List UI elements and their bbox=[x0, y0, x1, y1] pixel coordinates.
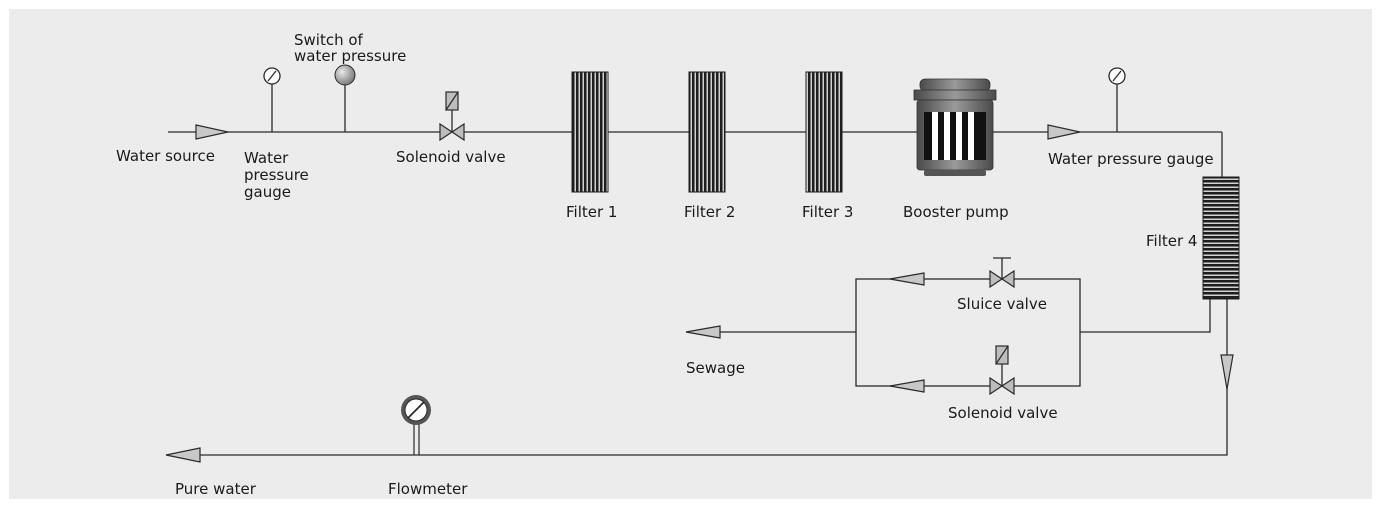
water-pressure-gauge-1-icon bbox=[263, 67, 281, 85]
filter-4-icon bbox=[1202, 176, 1240, 300]
solenoid-valve-2-icon bbox=[989, 345, 1015, 396]
pipe-filter4-to-pure-water bbox=[170, 299, 1228, 456]
pressure-switch-ball-icon bbox=[334, 64, 356, 86]
label-gauge-1-line1: Water bbox=[244, 149, 289, 167]
label-sewage: Sewage bbox=[686, 359, 745, 377]
arrow-down-pure-icon bbox=[1220, 354, 1234, 390]
arrow-after-pump-icon bbox=[1047, 124, 1081, 140]
water-pressure-gauge-2-icon bbox=[1108, 67, 1126, 85]
label-filter-4: Filter 4 bbox=[1146, 232, 1197, 250]
label-gauge-1-line2: pressure bbox=[244, 166, 309, 184]
label-gauge-1-line3: gauge bbox=[244, 183, 291, 201]
label-switch-line2: water pressure bbox=[294, 47, 406, 65]
label-filter-2: Filter 2 bbox=[684, 203, 735, 221]
label-switch-line1: Switch of bbox=[294, 31, 364, 49]
arrow-solenoid-branch-icon bbox=[889, 379, 925, 393]
label-flowmeter: Flowmeter bbox=[388, 480, 468, 498]
filter-3-icon bbox=[805, 71, 843, 193]
label-water-source: Water source bbox=[116, 147, 215, 165]
arrow-sluice-branch-icon bbox=[889, 272, 925, 286]
filter-1-icon bbox=[571, 71, 609, 193]
label-filter-3: Filter 3 bbox=[802, 203, 853, 221]
booster-pump-icon bbox=[913, 78, 997, 176]
flowmeter-icon bbox=[401, 395, 431, 455]
label-booster-pump: Booster pump bbox=[903, 203, 1009, 221]
arrow-water-source-icon bbox=[195, 124, 229, 140]
pipe-filter4-to-branch bbox=[1080, 299, 1211, 333]
label-sluice-valve: Sluice valve bbox=[957, 295, 1047, 313]
solenoid-valve-1-icon bbox=[439, 91, 465, 142]
arrow-sewage-icon bbox=[685, 325, 721, 339]
filter-2-icon bbox=[688, 71, 726, 193]
label-filter-1: Filter 1 bbox=[566, 203, 617, 221]
flow-arrows bbox=[165, 124, 1234, 463]
pipes bbox=[168, 84, 1228, 456]
arrow-pure-water-icon bbox=[165, 447, 201, 463]
label-solenoid-valve-2: Solenoid valve bbox=[948, 404, 1058, 422]
label-solenoid-valve-1: Solenoid valve bbox=[396, 148, 506, 166]
label-water-pressure-gauge-2: Water pressure gauge bbox=[1048, 150, 1214, 168]
label-pure-water: Pure water bbox=[175, 480, 257, 498]
sluice-valve-icon bbox=[989, 269, 1015, 289]
labels: Water source Water pressure gauge Switch… bbox=[116, 31, 1214, 498]
